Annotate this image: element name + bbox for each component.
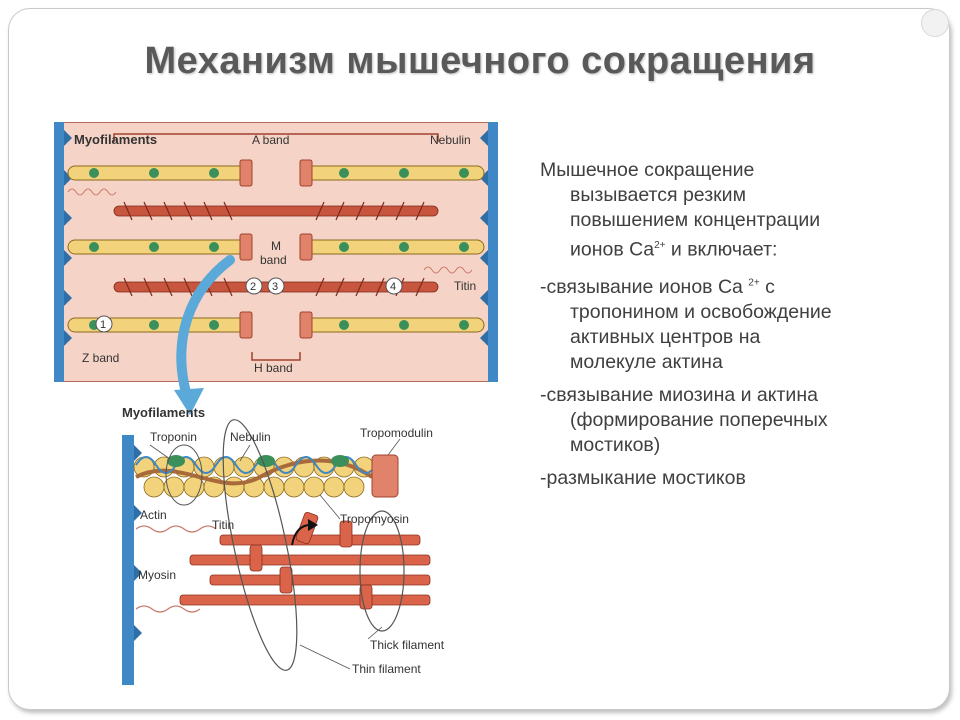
- label-a-band: A band: [252, 133, 289, 147]
- item2-line-2: (формирование поперечных: [570, 409, 828, 431]
- marker-1: 1: [100, 319, 106, 331]
- marker-3: 3: [272, 281, 278, 293]
- label-thin-filament: Thin filament: [352, 662, 421, 676]
- label-tropomyosin: Tropomyosin: [340, 512, 409, 526]
- paragraph-intro: Мышечное сокращение вызывается резким по…: [540, 158, 920, 263]
- zoom-arrow-icon: [174, 255, 235, 415]
- corner-decoration: [921, 9, 949, 37]
- label-titin-top: Titin: [454, 279, 476, 293]
- label-titin-bottom: Titin: [212, 518, 234, 532]
- intro-line-4: ионов Ca2+ и включает:: [570, 238, 778, 261]
- label-nebulin-top: Nebulin: [430, 133, 471, 147]
- label-thick-filament: Thick filament: [370, 638, 445, 652]
- label-m-band-band: band: [260, 253, 287, 267]
- item1-line-2: тропонином и освобождение: [570, 301, 832, 323]
- label-myofilaments-bottom: Myofilaments: [122, 405, 205, 420]
- label-myofilaments-top: Myofilaments: [74, 132, 157, 147]
- slide-title: Механизм мышечного сокращения: [144, 40, 816, 82]
- intro-line-3: повышением концентрации: [570, 209, 821, 231]
- label-tropomodulin: Tropomodulin: [360, 426, 433, 440]
- paragraph-item-2: -связывание миозина и актина (формирован…: [540, 383, 920, 458]
- label-myosin: Myosin: [138, 568, 176, 582]
- item1-line-1: -связывание ионов Ca 2+ с: [540, 276, 775, 298]
- item1-line-4: молекуле актина: [570, 351, 723, 373]
- myosin-filament: [179, 511, 431, 610]
- intro-line-2: вызывается резким: [570, 184, 746, 206]
- paragraph-item-1: -связывание ионов Ca 2+ с тропонином и о…: [540, 271, 920, 376]
- label-z-band: Z band: [82, 351, 119, 365]
- label-m-band-m: M: [271, 239, 281, 253]
- body-text: Мышечное сокращение вызывается резким по…: [540, 158, 920, 499]
- marker-2: 2: [250, 281, 256, 293]
- item2-line-3: мостиков): [570, 434, 661, 456]
- thin-filaments: [67, 159, 485, 339]
- item3-line-1: -размыкание мостиков: [540, 467, 746, 489]
- label-h-band: H band: [254, 361, 293, 375]
- intro-line-1: Мышечное сокращение: [540, 159, 755, 181]
- label-nebulin-bottom: Nebulin: [230, 430, 271, 444]
- sarcomere-diagram: Myofilaments A band Nebulin M band Titin…: [54, 122, 498, 382]
- label-actin: Actin: [140, 508, 167, 522]
- label-troponin: Troponin: [150, 430, 197, 444]
- tropomodulin-cap: [371, 454, 399, 498]
- item2-line-1: -связывание миозина и актина: [540, 384, 818, 406]
- myofilament-zoom-diagram: Myofilaments Troponin Nebulin Tropomodul…: [122, 405, 445, 685]
- marker-4: 4: [390, 281, 396, 293]
- paragraph-item-3: -размыкание мостиков: [540, 466, 920, 491]
- item1-line-3: активных центров на: [570, 326, 761, 348]
